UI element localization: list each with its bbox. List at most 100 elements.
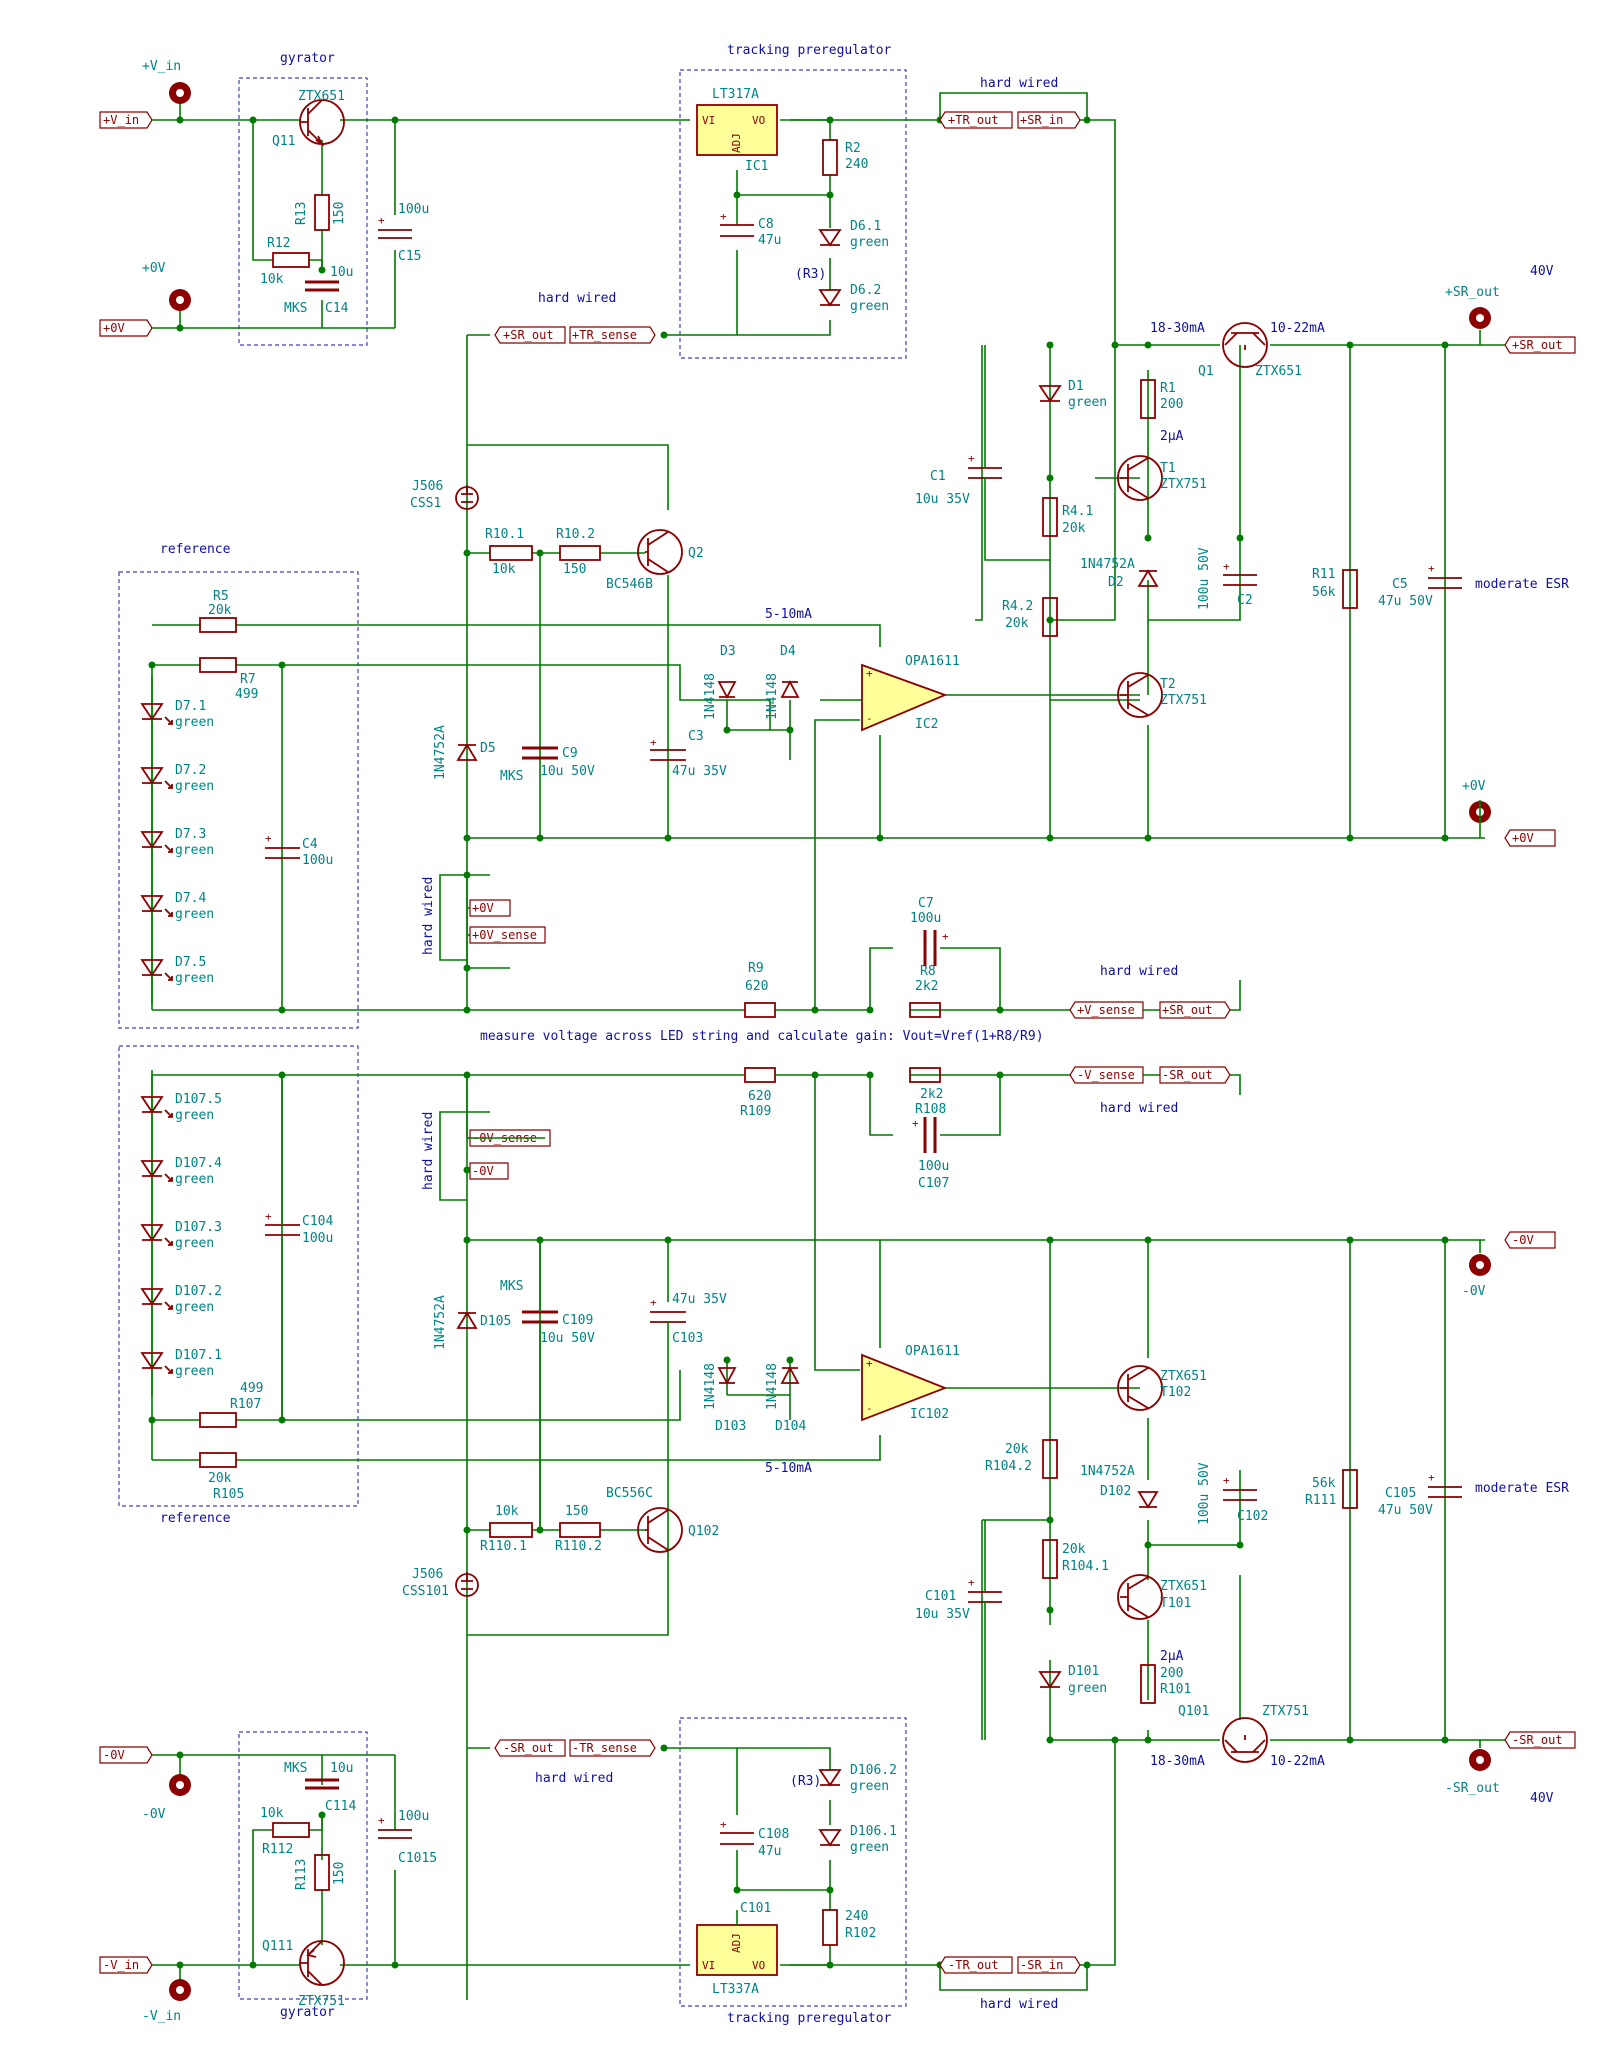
c4-capacitor[interactable]: + <box>265 832 300 859</box>
r5-resistor[interactable] <box>199 617 237 633</box>
d7-led-1[interactable] <box>140 767 173 789</box>
d107-led-4[interactable] <box>140 1352 173 1374</box>
r11-resistor[interactable] <box>1342 569 1358 609</box>
r108-resistor[interactable] <box>909 1067 941 1083</box>
ic101-regulator[interactable] <box>696 1924 778 1976</box>
port-0v-sense-top[interactable]: +0V <box>469 899 511 917</box>
c7-capacitor[interactable]: + <box>923 930 949 966</box>
r101-resistor[interactable] <box>1140 1664 1156 1704</box>
d7-led-2[interactable] <box>140 831 173 853</box>
r2-resistor[interactable] <box>822 139 838 176</box>
port-v-sense-n[interactable]: -V_sense <box>1069 1066 1144 1084</box>
c107-capacitor[interactable]: + <box>912 1117 937 1153</box>
r4-1-resistor[interactable] <box>1042 497 1058 537</box>
c1015-capacitor[interactable]: + <box>378 1814 412 1839</box>
t2-transistor[interactable] <box>1117 672 1163 718</box>
terminal-vin-n[interactable] <box>169 1979 191 2001</box>
d107-led-2[interactable] <box>140 1224 173 1246</box>
r109-resistor[interactable] <box>744 1067 776 1083</box>
port-vin-p[interactable]: +V_in <box>99 111 153 129</box>
d105-zener[interactable] <box>456 1311 478 1329</box>
c14-capacitor[interactable] <box>305 280 339 292</box>
q102-transistor[interactable] <box>637 1507 683 1553</box>
r111-resistor[interactable] <box>1342 1469 1358 1509</box>
r13-resistor[interactable] <box>314 194 330 231</box>
terminal-sr-out-n[interactable] <box>1469 1749 1491 1771</box>
port-sr-out-p-top[interactable]: +SR_out <box>494 326 566 344</box>
port-0v-right-p[interactable]: +0V <box>1504 829 1556 847</box>
port-0v-sense-bottom[interactable]: -0V <box>469 1162 509 1180</box>
terminal-0v-n[interactable] <box>169 1774 191 1796</box>
r10-2-resistor[interactable] <box>559 545 601 561</box>
port-tr-sense-p[interactable]: +TR_sense <box>569 326 656 344</box>
d7-led-3[interactable] <box>140 895 173 917</box>
d1-led[interactable] <box>1038 385 1062 403</box>
port-sr-out-sense-n[interactable]: -SR_out <box>1159 1066 1231 1084</box>
port-sr-out-n-bottom[interactable]: -SR_out <box>494 1739 566 1757</box>
d62-led[interactable] <box>818 289 842 307</box>
c5-capacitor[interactable]: + <box>1428 562 1462 589</box>
port-sr-in-n[interactable]: -SR_in <box>1017 1956 1081 1974</box>
r110-2-resistor[interactable] <box>559 1522 601 1538</box>
port-sr-in-p[interactable]: +SR_in <box>1017 111 1081 129</box>
d106-2-led[interactable] <box>818 1769 842 1787</box>
c114-capacitor[interactable] <box>305 1778 339 1790</box>
q2-transistor[interactable] <box>637 529 683 575</box>
terminal-0v-p[interactable] <box>169 289 191 311</box>
d103-diode[interactable] <box>717 1367 737 1385</box>
r110-1-resistor[interactable] <box>489 1522 533 1538</box>
port-0v-sense-p[interactable]: +0V_sense <box>469 926 546 944</box>
d106-1-led[interactable] <box>818 1829 842 1847</box>
c2-capacitor[interactable]: + <box>1223 560 1257 586</box>
r102-resistor[interactable] <box>822 1909 838 1946</box>
r105-resistor[interactable] <box>199 1452 237 1468</box>
d4-diode[interactable] <box>780 680 800 698</box>
d61-led[interactable] <box>818 229 842 247</box>
r113-resistor[interactable] <box>314 1854 330 1891</box>
q1-transistor[interactable] <box>1222 322 1268 368</box>
c8-capacitor[interactable]: + <box>720 210 754 237</box>
r1-resistor[interactable] <box>1140 379 1156 419</box>
d107-led-1[interactable] <box>140 1160 173 1182</box>
port-tr-sense-n[interactable]: -TR_sense <box>569 1739 656 1757</box>
d2-zener[interactable] <box>1137 569 1159 587</box>
terminal-0v-out-n[interactable] <box>1469 1254 1491 1276</box>
port-0v-n[interactable]: -0V <box>99 1746 153 1764</box>
c9-capacitor[interactable] <box>522 746 558 760</box>
d7-led-4[interactable] <box>140 959 173 981</box>
r104-2-resistor[interactable] <box>1042 1439 1058 1479</box>
c102-capacitor[interactable]: + <box>1223 1474 1257 1501</box>
d7-led-0[interactable] <box>140 703 173 725</box>
css1-jfet[interactable] <box>455 485 479 510</box>
port-sr-out-right-p[interactable]: +SR_out <box>1504 336 1576 354</box>
ic2-opamp[interactable]: +- <box>861 663 948 732</box>
port-vin-n[interactable]: -V_in <box>99 1956 153 1974</box>
r12-resistor[interactable] <box>272 252 310 268</box>
r107-resistor[interactable] <box>199 1412 237 1428</box>
c108-capacitor[interactable]: + <box>720 1818 754 1845</box>
d101-led[interactable] <box>1038 1671 1062 1689</box>
d104-diode[interactable] <box>780 1366 800 1384</box>
port-tr-out-n[interactable]: -TR_out <box>939 1956 1013 1974</box>
r9-resistor[interactable] <box>744 1002 776 1018</box>
port-tr-out-p[interactable]: +TR_out <box>939 111 1013 129</box>
r7-resistor[interactable] <box>199 657 237 673</box>
terminal-sr-out-p[interactable] <box>1469 307 1491 329</box>
t101-transistor[interactable] <box>1117 1574 1163 1620</box>
c105-capacitor[interactable]: + <box>1428 1471 1462 1498</box>
ic102-opamp[interactable]: +- <box>861 1353 948 1422</box>
port-v-sense-p[interactable]: +V_sense <box>1069 1001 1144 1019</box>
r8-resistor[interactable] <box>909 1002 941 1018</box>
port-sr-out-sense-p[interactable]: +SR_out <box>1159 1001 1231 1019</box>
d107-led-0[interactable] <box>140 1096 173 1118</box>
d5-zener[interactable] <box>456 743 478 761</box>
port-sr-out-right-n[interactable]: -SR_out <box>1504 1731 1576 1749</box>
r112-resistor[interactable] <box>272 1822 310 1838</box>
q11-transistor[interactable] <box>299 99 345 147</box>
c15-capacitor[interactable]: + <box>378 214 412 239</box>
port-0v-right-n[interactable]: -0V <box>1504 1231 1556 1249</box>
d102-zener[interactable] <box>1137 1491 1159 1509</box>
r10-1-resistor[interactable] <box>489 545 533 561</box>
r4-2-resistor[interactable] <box>1042 597 1058 637</box>
d3-diode[interactable] <box>717 681 737 699</box>
